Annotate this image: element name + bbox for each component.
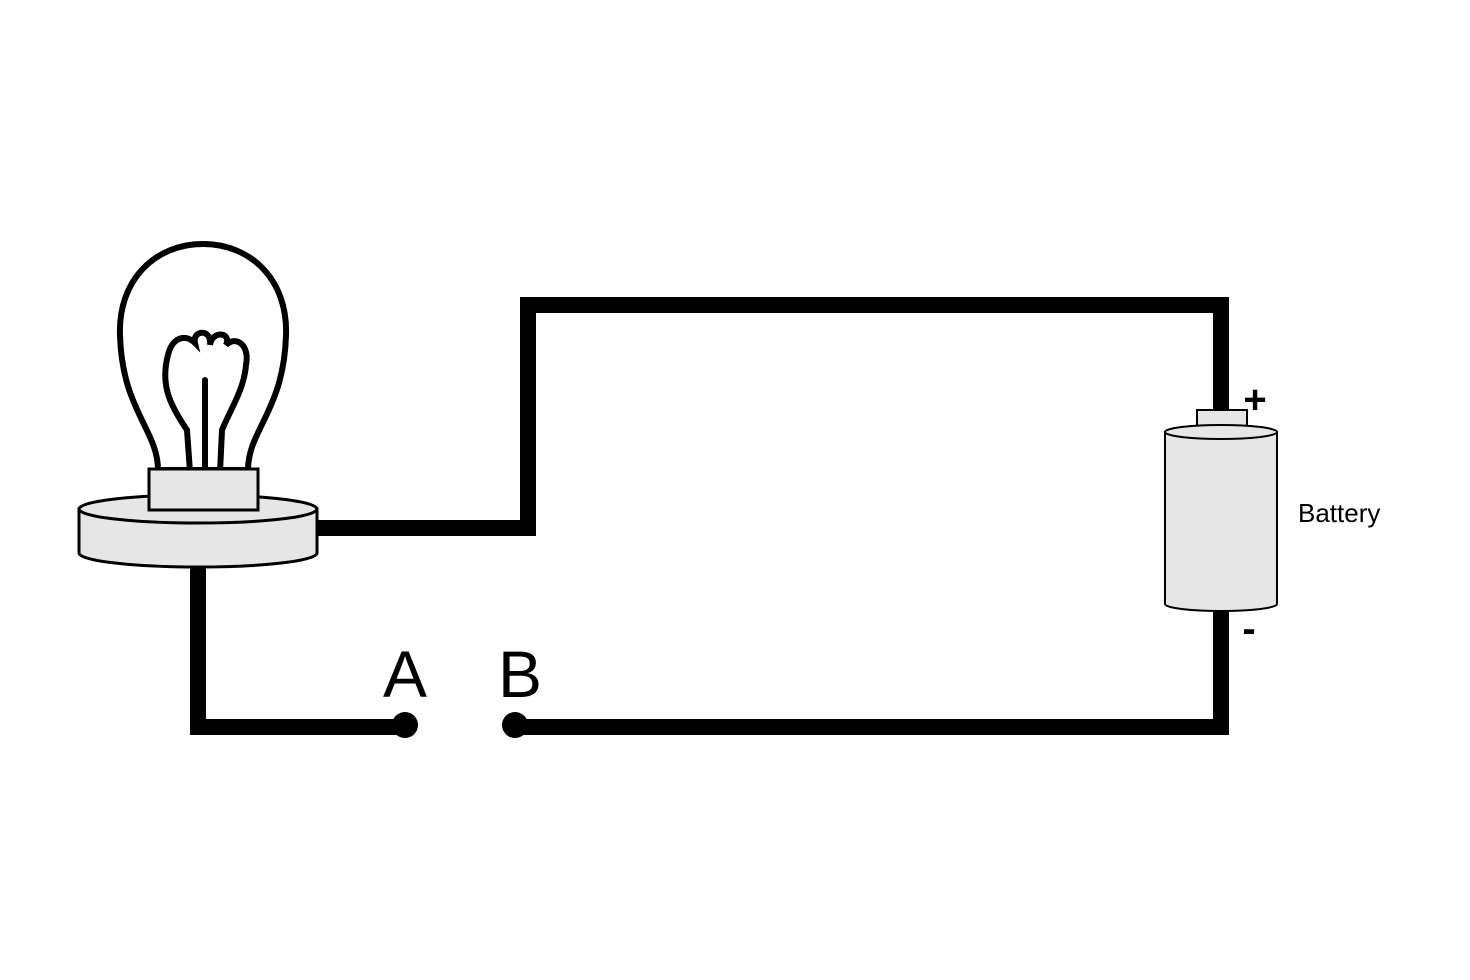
wire-bulb-to-terminal-a [190,566,405,735]
terminal-a-label: A [383,637,427,711]
wire-battery-negative-to-terminal-b [515,610,1229,735]
battery-icon [1164,409,1278,612]
wire-bulb-to-battery-positive [318,297,1229,536]
terminal-b-label: B [498,637,542,711]
light-bulb-icon [77,240,319,569]
terminal-a-dot[interactable] [392,712,418,738]
battery-label: Battery [1298,498,1380,528]
battery-positive-sign: + [1243,378,1266,422]
battery-negative-sign: - [1242,607,1255,651]
terminal-b-dot[interactable] [502,712,528,738]
